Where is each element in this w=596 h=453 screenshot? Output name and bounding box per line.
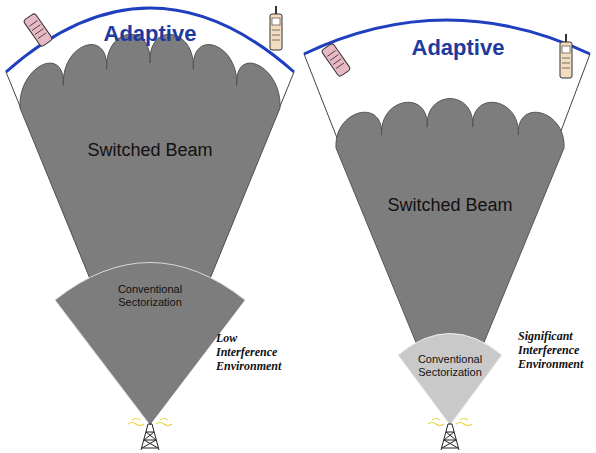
- region-label: Conventional Sectorization: [405, 353, 495, 378]
- brick-phone: [560, 34, 572, 78]
- antenna-tower: [128, 419, 172, 451]
- antenna-tower: [428, 419, 472, 451]
- region-shape: [6, 8, 294, 425]
- region-label: Switched Beam: [70, 140, 230, 161]
- conventional-sector: Conventional Sectorization: [395, 310, 505, 430]
- environment-note: Low Interference Environment: [216, 332, 292, 373]
- region-label: Adaptive: [388, 35, 528, 60]
- region-label: Switched Beam: [370, 195, 530, 216]
- region-shape: [336, 99, 564, 425]
- environment-note: Significant Interference Environment: [518, 330, 592, 371]
- brick-phone: [270, 6, 282, 50]
- flip-phone: [321, 43, 351, 77]
- region-shape: [398, 334, 502, 426]
- switched-beam-region: Conventional Sectorization Switched Beam: [332, 90, 568, 430]
- region-label: Conventional Sectorization: [105, 283, 195, 308]
- region-label: Adaptive: [80, 21, 220, 46]
- flip-phone: [23, 13, 53, 47]
